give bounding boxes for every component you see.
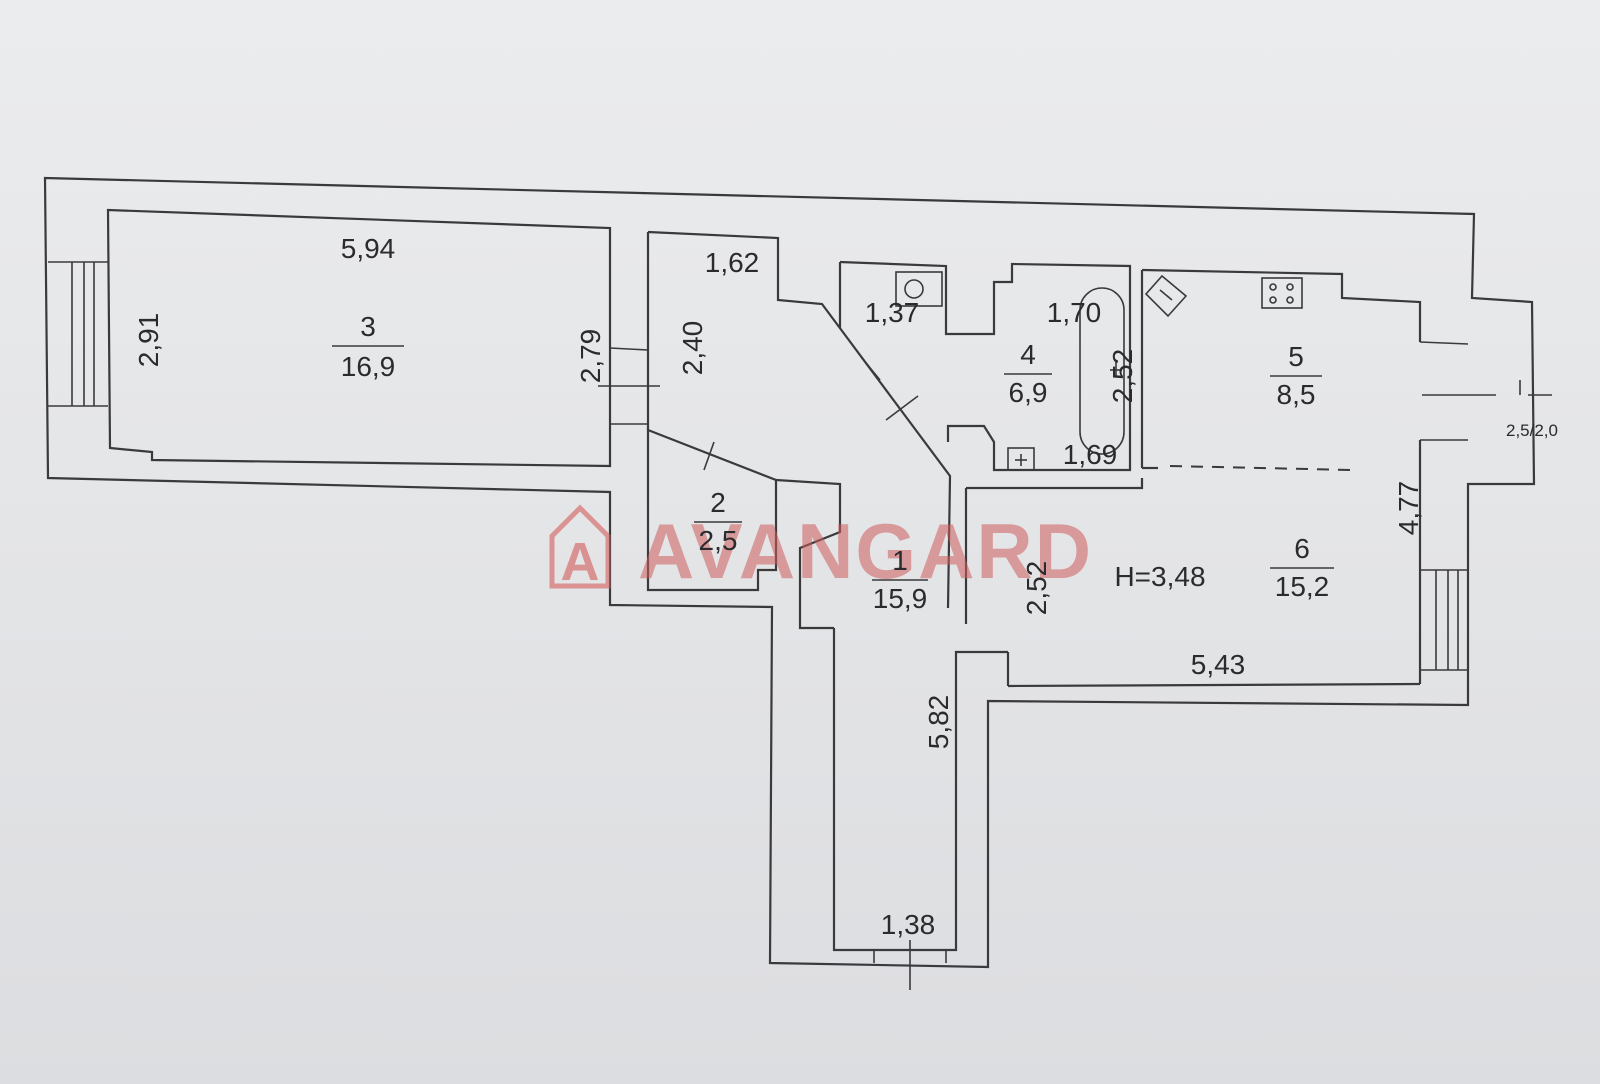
svg-text:6,9: 6,9	[1009, 377, 1048, 408]
svg-text:2: 2	[710, 487, 726, 518]
room-5-label: 5 8,5	[1270, 341, 1322, 410]
room-4-walls	[839, 260, 1132, 472]
dim-hall-top-width: 1,62	[705, 247, 760, 278]
svg-text:6: 6	[1294, 533, 1310, 564]
toilet-fixture	[895, 271, 943, 307]
entry-door	[873, 940, 947, 990]
room-3-label: 3 16,9	[332, 311, 404, 382]
svg-text:5: 5	[1288, 341, 1304, 372]
corridor-walls	[832, 628, 966, 952]
room-2-label: 2 2,5	[694, 487, 742, 556]
watermark-logo-icon	[549, 504, 611, 589]
svg-text:3: 3	[360, 311, 376, 342]
dim-room3-width: 5,94	[341, 233, 396, 264]
bathtub-fixture	[1079, 287, 1125, 455]
svg-text:8,5: 8,5	[1277, 379, 1316, 410]
svg-text:4: 4	[1020, 339, 1036, 370]
balcony-size: 2,5/2,0	[1506, 421, 1558, 440]
room-5-walls	[1141, 268, 1422, 342]
dim-hall-depth: 2,40	[677, 321, 708, 376]
svg-text:2,5: 2,5	[699, 525, 738, 556]
dim-living-depth: 2,52	[1021, 561, 1052, 616]
window-room-6	[1420, 569, 1468, 671]
dim-corridor-width: 1,38	[881, 909, 936, 940]
room-1-label: 1 15,9	[872, 545, 928, 614]
washbasin-fixture	[1007, 447, 1035, 471]
hall-walls	[647, 230, 952, 609]
kitchen-sink-fixture	[1144, 274, 1188, 318]
room-3-walls	[106, 208, 612, 468]
kitchen-partition-dashed	[1169, 465, 1353, 471]
dim-bath-bottom: 1,69	[1063, 439, 1118, 470]
outer-wall	[43, 176, 1536, 969]
ceiling-height: H=3,48	[1114, 561, 1205, 592]
dim-living-width: 5,43	[1191, 649, 1246, 680]
svg-text:1: 1	[892, 545, 908, 576]
svg-text:15,2: 15,2	[1275, 571, 1330, 602]
window-room-3	[48, 261, 108, 407]
dim-room3-right-depth: 2,79	[575, 329, 606, 384]
dim-corridor-length: 5,82	[923, 695, 954, 750]
dim-bath-length: 2,52	[1107, 349, 1138, 404]
dim-wc-width: 1,37	[865, 297, 920, 328]
watermark: A AVANGARD	[549, 504, 1091, 595]
dim-room3-left-depth: 2,91	[133, 313, 164, 368]
dim-kitchen-depth: 4,77	[1393, 481, 1424, 536]
watermark-logo-letter: A	[561, 532, 600, 592]
room-6-label: 6 15,2	[1270, 533, 1334, 602]
svg-text:16,9: 16,9	[341, 351, 396, 382]
dim-bath-top: 1,70	[1047, 297, 1102, 328]
svg-text:15,9: 15,9	[873, 583, 928, 614]
room-6-walls	[966, 478, 1144, 490]
stove-fixture	[1261, 277, 1303, 309]
room-4-label: 4 6,9	[1004, 339, 1052, 408]
